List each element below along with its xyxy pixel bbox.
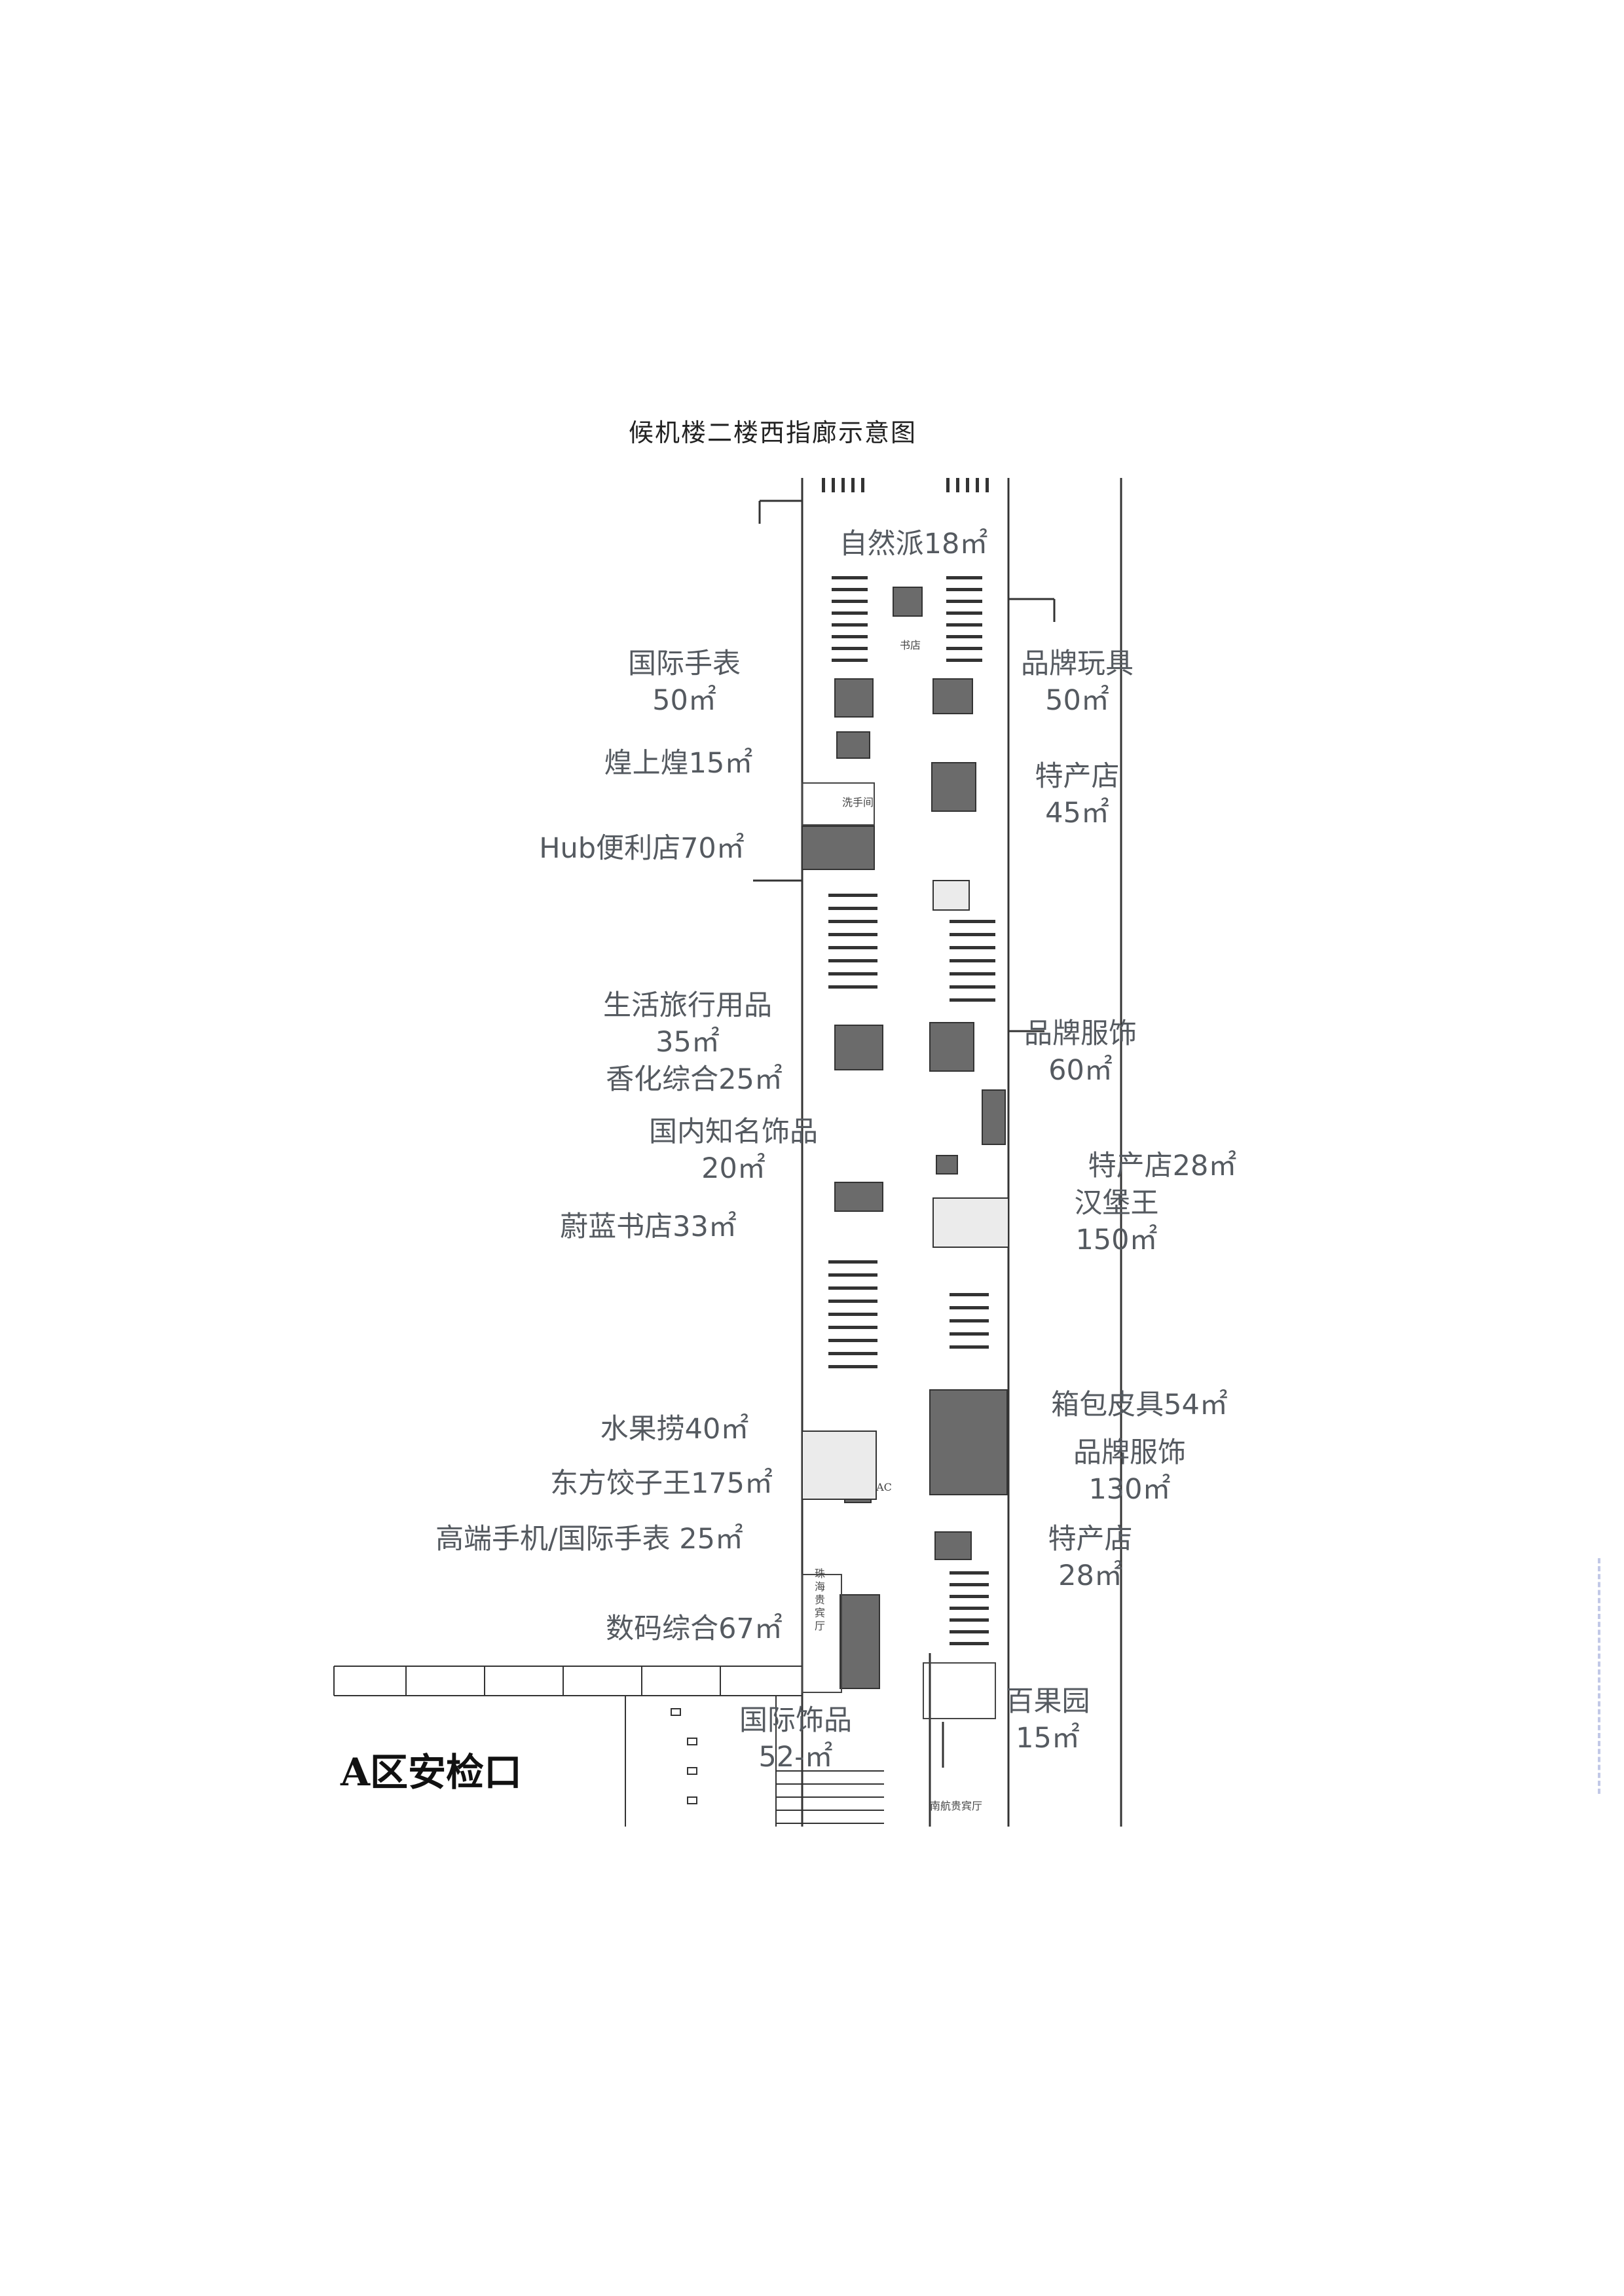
- edge-stamp-mark: [1598, 1558, 1617, 1794]
- shop-label-luggage: 箱包皮具54㎡: [1051, 1389, 1228, 1421]
- shop-label-ziranpai: 自然派18㎡: [839, 528, 988, 560]
- shop-label-cosmetics: 香化综合25㎡: [606, 1063, 783, 1096]
- bookstore-small-label: 书店: [899, 639, 921, 651]
- shop-label-specialty-2: 特产店28㎡: [1088, 1150, 1237, 1182]
- shop-label-hub: Hub便利店70㎡: [539, 832, 745, 865]
- page-title: 候机楼二楼西指廊示意图: [629, 418, 917, 447]
- vip-hall-small-label: 珠海贵宾厅: [813, 1568, 825, 1633]
- shop-label-phones-watches: 高端手机/国际手表 25㎡: [435, 1523, 743, 1556]
- shop-label-weilan-books: 蔚蓝书店33㎡: [560, 1211, 737, 1243]
- washroom-small-label: 洗手间: [841, 796, 874, 809]
- zone-label-a-security: A区安检口: [341, 1750, 523, 1795]
- south-vip-small-label: 南航贵宾厅: [929, 1800, 983, 1812]
- shop-label-dumpling: 东方饺子王175㎡: [549, 1467, 773, 1500]
- ac-small-label: AC: [876, 1481, 892, 1493]
- shop-label-digital: 数码综合67㎡: [606, 1613, 783, 1645]
- shop-label-huangshanghuang: 煌上煌15㎡: [604, 747, 753, 780]
- shop-label-fruit: 水果捞40㎡: [600, 1413, 749, 1446]
